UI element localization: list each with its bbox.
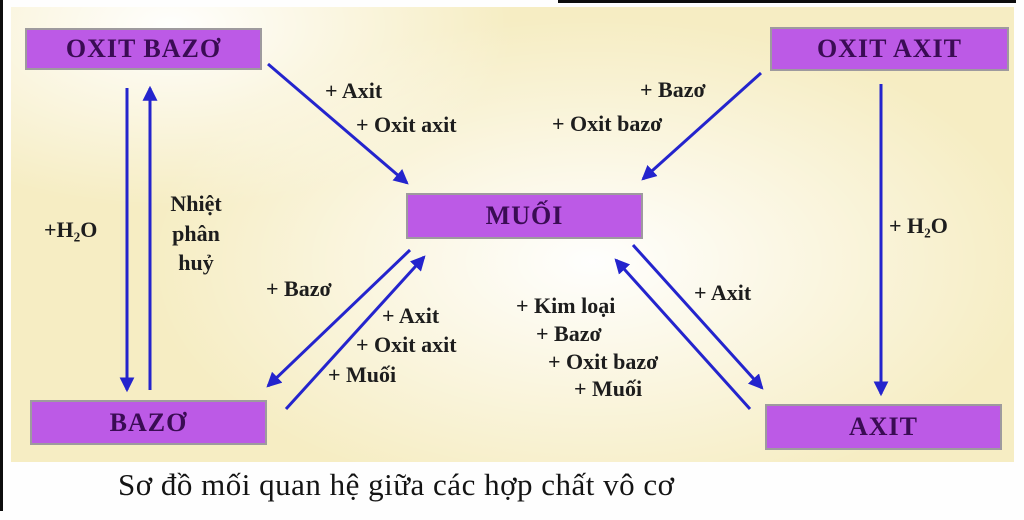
node-muoi: MUỐI: [406, 193, 643, 239]
edge-label-axit-to-muoi-bazo: + Bazơ: [536, 321, 602, 346]
node-oxit-bazo: OXIT BAZƠ: [25, 28, 262, 70]
edge-label-axit-to-muoi-kim-loai: + Kim loại: [516, 293, 616, 318]
edge-label-muoi-to-bazo-bazo: + Bazơ: [266, 276, 332, 301]
edge-label-oxit-axit-to-muoi-oxit-bazo: + Oxit bazơ: [552, 111, 663, 136]
node-oxit-axit: OXIT AXIT: [770, 27, 1009, 71]
edge-label-bazo-to-muoi-oxit-axit: + Oxit axit: [356, 332, 457, 357]
edge-label-oxit-axit-to-muoi-bazo: + Bazơ: [640, 77, 706, 102]
edge-label-axit-to-muoi-muoi: + Muối: [574, 376, 643, 401]
edge-label-oxit-axit-to-axit-h2o: + H₂O: [889, 213, 948, 238]
edge-label-oxit-bazo-to-muoi-axit: + Axit: [325, 78, 383, 103]
edge-label-bazo-to-muoi-muoi: + Muối: [328, 362, 397, 387]
edge-label-oxit-bazo-to-bazo-h2o: +H₂O: [44, 217, 98, 242]
edge-label-axit-to-muoi-oxit-bazo: + Oxit bazơ: [548, 349, 659, 374]
edge-label-bazo-to-oxit-bazo-nhiet-phan-huy: Nhiệt phân huỷ: [170, 191, 222, 276]
node-axit: AXIT: [765, 404, 1002, 450]
diagram-caption: Sơ đồ mối quan hệ giữa các hợp chất vô c…: [118, 467, 675, 502]
edge-label-muoi-to-axit-axit: + Axit: [694, 280, 752, 305]
edge-label-bazo-to-muoi-axit: + Axit: [382, 303, 440, 328]
frame-line-top: [558, 0, 1016, 3]
frame-line-left: [0, 0, 3, 511]
edge-label-oxit-bazo-to-muoi-oxit-axit: + Oxit axit: [356, 112, 457, 137]
node-bazo: BAZƠ: [30, 400, 267, 445]
